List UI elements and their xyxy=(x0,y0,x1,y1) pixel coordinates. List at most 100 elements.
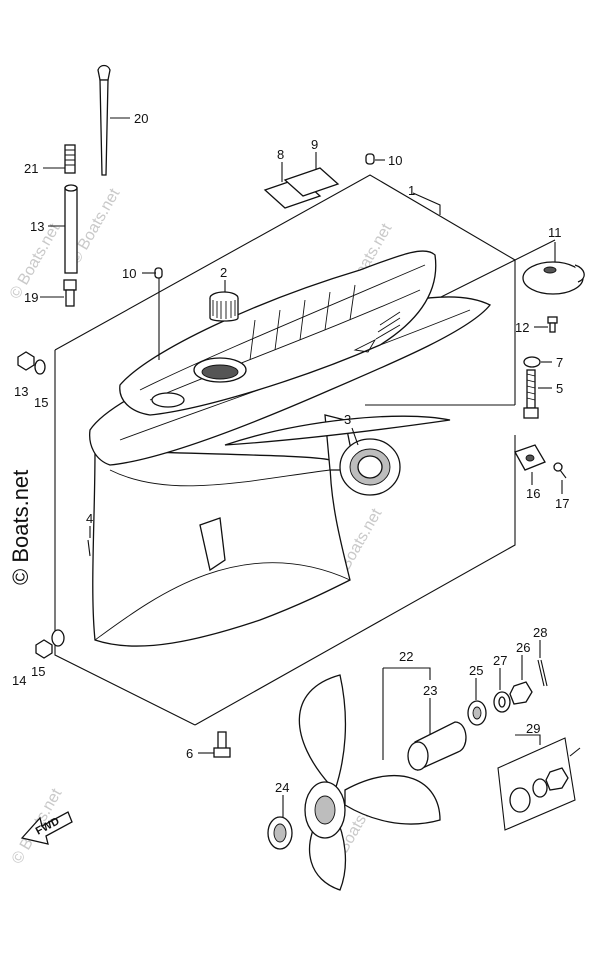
plug-14-lower xyxy=(35,629,65,659)
pin-10-top xyxy=(365,153,375,165)
connector-19 xyxy=(63,279,77,307)
bushing-23-end xyxy=(407,741,429,771)
callout-27: 27 xyxy=(493,653,507,668)
port-hole xyxy=(151,392,185,408)
gasket-15-lower xyxy=(51,629,65,647)
callout-13-plug: 13 xyxy=(14,384,28,399)
cotter-pin-28b xyxy=(540,659,548,687)
callout-4: 4 xyxy=(86,511,93,526)
tube-13 xyxy=(64,184,78,274)
callout-13-tube: 13 xyxy=(30,219,44,234)
callout-labels: 20 21 8 9 10 1 13 11 10 2 19 12 13 15 7 … xyxy=(12,111,569,795)
callout-8: 8 xyxy=(277,147,284,162)
fitting-21-rings xyxy=(65,149,75,166)
bolt-6-shank xyxy=(217,731,227,751)
callout-28: 28 xyxy=(533,625,547,640)
frame-left xyxy=(54,350,196,726)
callout-29: 29 xyxy=(526,721,540,736)
callout-6: 6 xyxy=(186,746,193,761)
screw-17-head xyxy=(553,462,563,472)
seal-ring-inner xyxy=(357,455,383,479)
plug-14-hex xyxy=(35,639,53,659)
kit-cotter xyxy=(569,747,581,757)
deck-ribs xyxy=(249,284,356,361)
side-intake xyxy=(199,517,226,572)
frame-to-11 xyxy=(434,239,556,301)
screw-17-shank xyxy=(559,469,567,479)
callout-14: 14 xyxy=(12,673,26,688)
washer-27-bore xyxy=(498,696,506,708)
bushing-23 xyxy=(407,721,467,771)
bolt-12-shank xyxy=(549,322,556,333)
gear-case-housing xyxy=(89,250,492,647)
gasket-15-upper xyxy=(34,359,46,375)
bracket-22 xyxy=(383,667,431,680)
bolt-12-head xyxy=(547,316,558,324)
kit-nut xyxy=(545,767,569,791)
trim-tab-tip xyxy=(574,264,585,283)
leader-lines xyxy=(40,117,563,817)
bolt-5-head xyxy=(523,407,539,419)
trim-tab-11 xyxy=(522,261,585,295)
bolt-6-head xyxy=(213,747,231,758)
dipstick-rod xyxy=(99,79,109,176)
watermark-side: © Boats.net xyxy=(8,470,33,585)
vent-arrow xyxy=(353,338,377,353)
kit-washer-b xyxy=(532,778,548,798)
leader-3 xyxy=(351,427,359,446)
callout-10-left: 10 xyxy=(122,266,136,281)
anode-16 xyxy=(514,444,546,471)
leader-29 xyxy=(515,734,541,745)
fitting-21 xyxy=(64,144,76,174)
lower-body-ridge xyxy=(94,562,351,641)
callout-22: 22 xyxy=(399,649,413,664)
nut-26 xyxy=(509,681,533,705)
callout-26: 26 xyxy=(516,640,530,655)
spacer-24-bore xyxy=(273,823,287,843)
trim-tab-hole xyxy=(543,266,557,274)
plate-9 xyxy=(283,167,340,197)
cotter-pin-28 xyxy=(537,659,545,687)
bushing-2-body xyxy=(209,298,239,322)
callout-24: 24 xyxy=(275,780,289,795)
callout-20: 20 xyxy=(134,111,148,126)
kit-box-29 xyxy=(497,737,581,831)
callout-15-upper: 15 xyxy=(34,395,48,410)
pin-4 xyxy=(87,539,91,557)
anode-16-hole xyxy=(525,454,535,462)
kit-box-outline xyxy=(497,737,576,831)
callout-19: 19 xyxy=(24,290,38,305)
callout-9: 9 xyxy=(311,137,318,152)
callout-15-lower: 15 xyxy=(31,664,45,679)
washer-7 xyxy=(523,356,541,368)
plug-13-upper xyxy=(17,351,46,375)
connector-19-head xyxy=(63,279,77,291)
deck-line-1 xyxy=(139,264,426,391)
bolt-12 xyxy=(547,316,558,333)
dipstick-head xyxy=(97,64,111,81)
prop-hub-bore xyxy=(314,795,336,825)
callout-21: 21 xyxy=(24,161,38,176)
pin-10-left xyxy=(154,267,163,279)
dipstick-20 xyxy=(97,64,111,176)
fitting-21-body xyxy=(64,144,76,174)
callout-23: 23 xyxy=(423,683,437,698)
lower-body-line xyxy=(109,469,331,487)
callout-10-top: 10 xyxy=(388,153,402,168)
callout-5: 5 xyxy=(556,381,563,396)
propeller-group xyxy=(298,667,441,891)
prop-blade-right xyxy=(344,774,441,825)
deck-line-2 xyxy=(149,289,421,401)
frame-bottom xyxy=(194,435,516,726)
housing-frame xyxy=(54,174,556,726)
leader-1 xyxy=(412,192,441,215)
callout-25: 25 xyxy=(469,663,483,678)
callout-2: 2 xyxy=(220,265,227,280)
plug-13-hex xyxy=(17,351,35,371)
pump-cavity-inner xyxy=(201,364,239,380)
bushing-2-splines xyxy=(212,300,236,319)
tube-13-top xyxy=(64,184,78,192)
plates-8-9 xyxy=(263,167,340,209)
